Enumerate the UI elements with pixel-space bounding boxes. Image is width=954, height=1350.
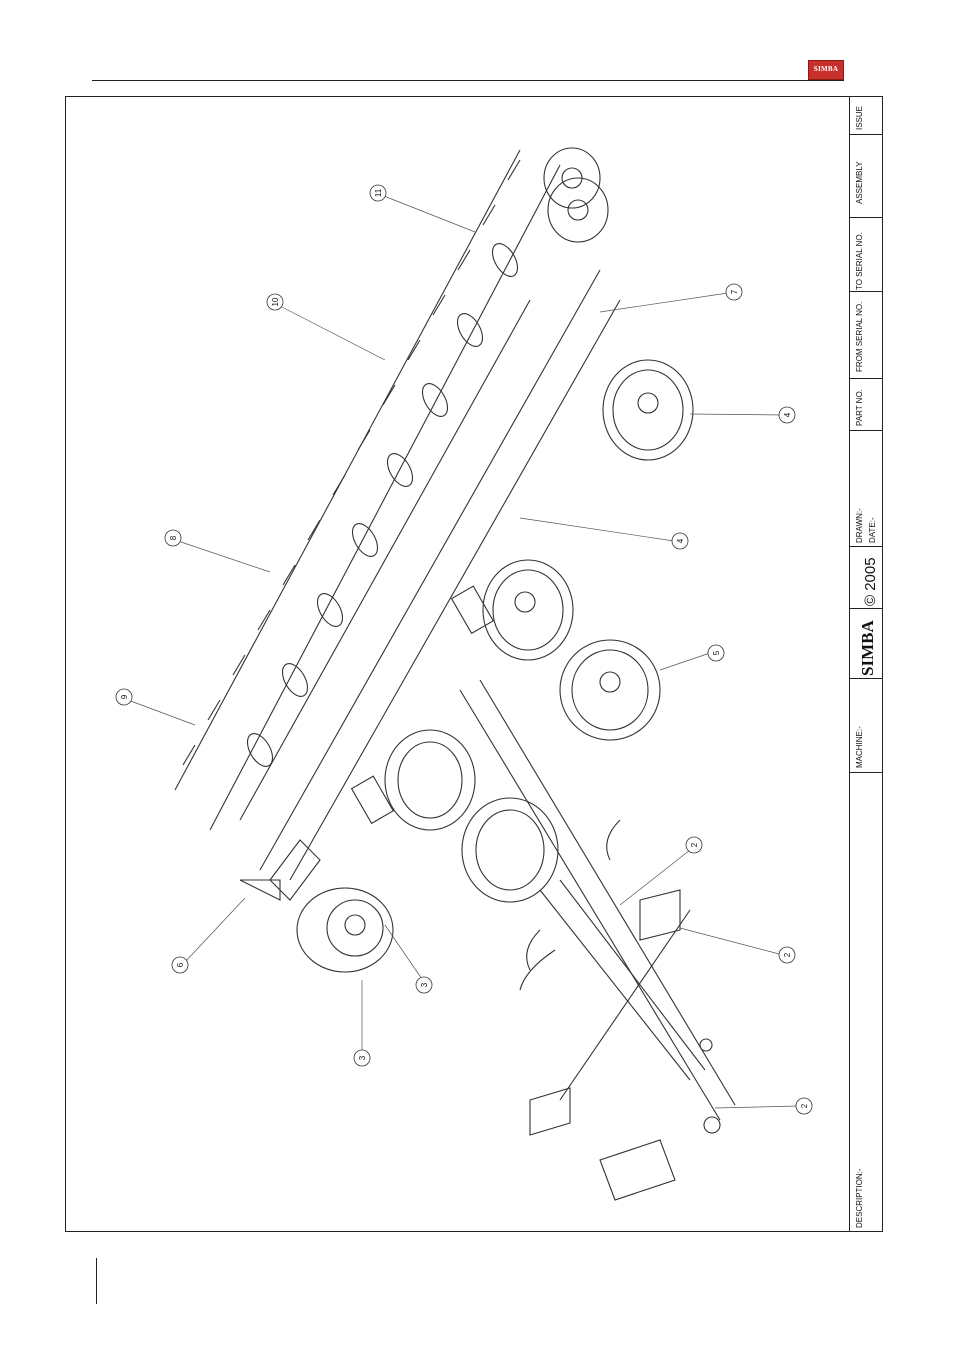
callout-label: 10 [271,297,280,306]
hook [607,820,620,860]
callout-label: 3 [420,982,429,987]
leader-line [384,196,475,232]
callout-label: 6 [176,962,185,967]
callout-6: 6 [172,957,188,973]
callout-label: 4 [676,538,685,543]
callout-8: 8 [165,530,181,546]
hydraulic-block [352,776,394,823]
callout-label: 11 [374,188,383,197]
hydraulic-block [452,586,494,633]
drawbar-lower [480,680,735,1105]
leader-line [385,925,424,982]
callout-3a: 3 [416,977,432,993]
callout-label: 3 [358,1055,367,1060]
mid-beam-inner [290,300,620,880]
callout-4: 4 [779,407,795,423]
front-beam [175,150,520,790]
callout-2c: 2 [796,1098,812,1114]
footer-rule [96,1258,97,1304]
wheel [385,730,475,830]
leader-line [660,653,710,670]
callout-10: 10 [267,294,283,310]
callout-7: 7 [726,284,742,300]
bracket [270,840,320,900]
cross-frame [240,300,530,820]
callout-2b: 2 [779,947,795,963]
hitch-eye [704,1117,720,1133]
disc-gang [242,239,522,770]
wheel [560,640,660,740]
callout-4b: 4 [672,533,688,549]
wheel [462,798,558,902]
callout-label: 4 [783,412,792,417]
callout-3b: 3 [354,1050,370,1066]
callout-label: 2 [690,842,699,847]
leader-line [178,541,270,572]
wheel [603,360,693,460]
wheel [548,178,608,242]
hitch-jack [700,1039,712,1051]
wheel [297,888,393,972]
callout-11: 11 [370,185,386,201]
callout-label: 9 [120,694,129,699]
leader-line [715,1106,798,1108]
drawbar-inner [540,890,690,1080]
wheel [483,560,573,660]
part-fragment [600,1140,675,1200]
cross-support [560,910,690,1100]
leader-line [680,928,783,955]
callout-9: 9 [116,689,132,705]
callout-5: 5 [708,645,724,661]
hook [527,930,540,970]
leader-line [690,414,783,415]
callout-label: 7 [730,289,739,294]
mid-beam [260,270,600,870]
callout-label: 2 [800,1103,809,1108]
callout-label: 2 [783,952,792,957]
leader-line [185,898,245,962]
callout-2a: 2 [686,837,702,853]
drawbar-inner-2 [560,880,705,1070]
callout-label: 5 [712,650,721,655]
leader-line [128,700,195,725]
wheel [544,148,600,208]
callout-label: 8 [169,535,178,540]
leader-line [280,306,385,360]
leader-line [520,518,674,541]
bracket [240,880,280,900]
hook [520,950,555,990]
